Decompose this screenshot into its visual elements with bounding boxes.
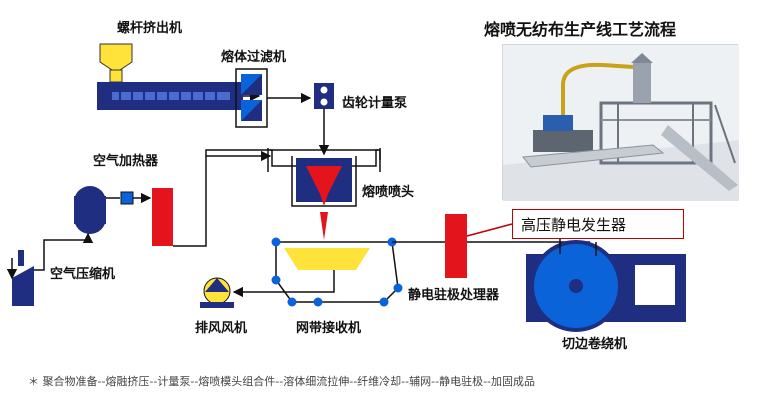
photo-title: 熔喷无纺布生产线工艺流程 [484, 20, 677, 39]
collector-belt [271, 237, 403, 307]
belt-roller [271, 275, 281, 285]
hot-air-line [173, 150, 272, 247]
hv-generator-callout: 高压静电发生器 [512, 209, 684, 239]
hv-generator-label: 高压静电发生器 [521, 215, 627, 234]
label-air-heater: 空气加热器 [93, 154, 159, 169]
label-air-compressor: 空气压缩机 [50, 267, 116, 282]
belt-roller [287, 297, 297, 307]
air-tank [74, 186, 106, 234]
screw-extruder [97, 43, 243, 110]
process-chain-caption: ＊ 聚合物准备--熔融挤压--计量泵--熔喷模头组合件--溶体细流拉伸--纤维冷… [28, 375, 536, 388]
melt-filter [235, 68, 268, 128]
production-line-photo [502, 44, 739, 201]
belt-roller [379, 297, 389, 307]
meltblown-die [267, 148, 381, 207]
label-gear-pump: 齿轮计量泵 [342, 96, 408, 111]
belt-roller [271, 237, 281, 247]
label-collector-belt: 网带接收机 [296, 321, 362, 336]
fiber-stream [320, 212, 328, 240]
belt-roller [393, 283, 403, 293]
label-edge-trim-winder: 切边卷绕机 [562, 337, 628, 352]
exhaust-fan [200, 277, 234, 308]
label-exhaust-fan: 排风风机 [195, 321, 248, 336]
label-screw-extruder: 螺杆挤出机 [117, 21, 183, 36]
edge-trim-winder [526, 238, 686, 332]
hot-air-line-right [205, 149, 381, 160]
belt-roller [313, 297, 323, 307]
electret-charger [445, 214, 467, 278]
exhaust-line [232, 270, 335, 298]
label-electret-charger: 静电驻极处理器 [408, 288, 500, 303]
air-compressor [12, 250, 34, 306]
label-meltblown-die: 熔喷喷头 [362, 185, 415, 200]
compressor-line [34, 232, 94, 271]
label-melt-filter: 熔体过滤机 [221, 50, 287, 65]
production-line-illustration [503, 45, 739, 201]
gear-pump [314, 83, 334, 109]
air-heater [152, 188, 173, 246]
air-valve [120, 191, 134, 205]
hv-connector [466, 223, 513, 237]
